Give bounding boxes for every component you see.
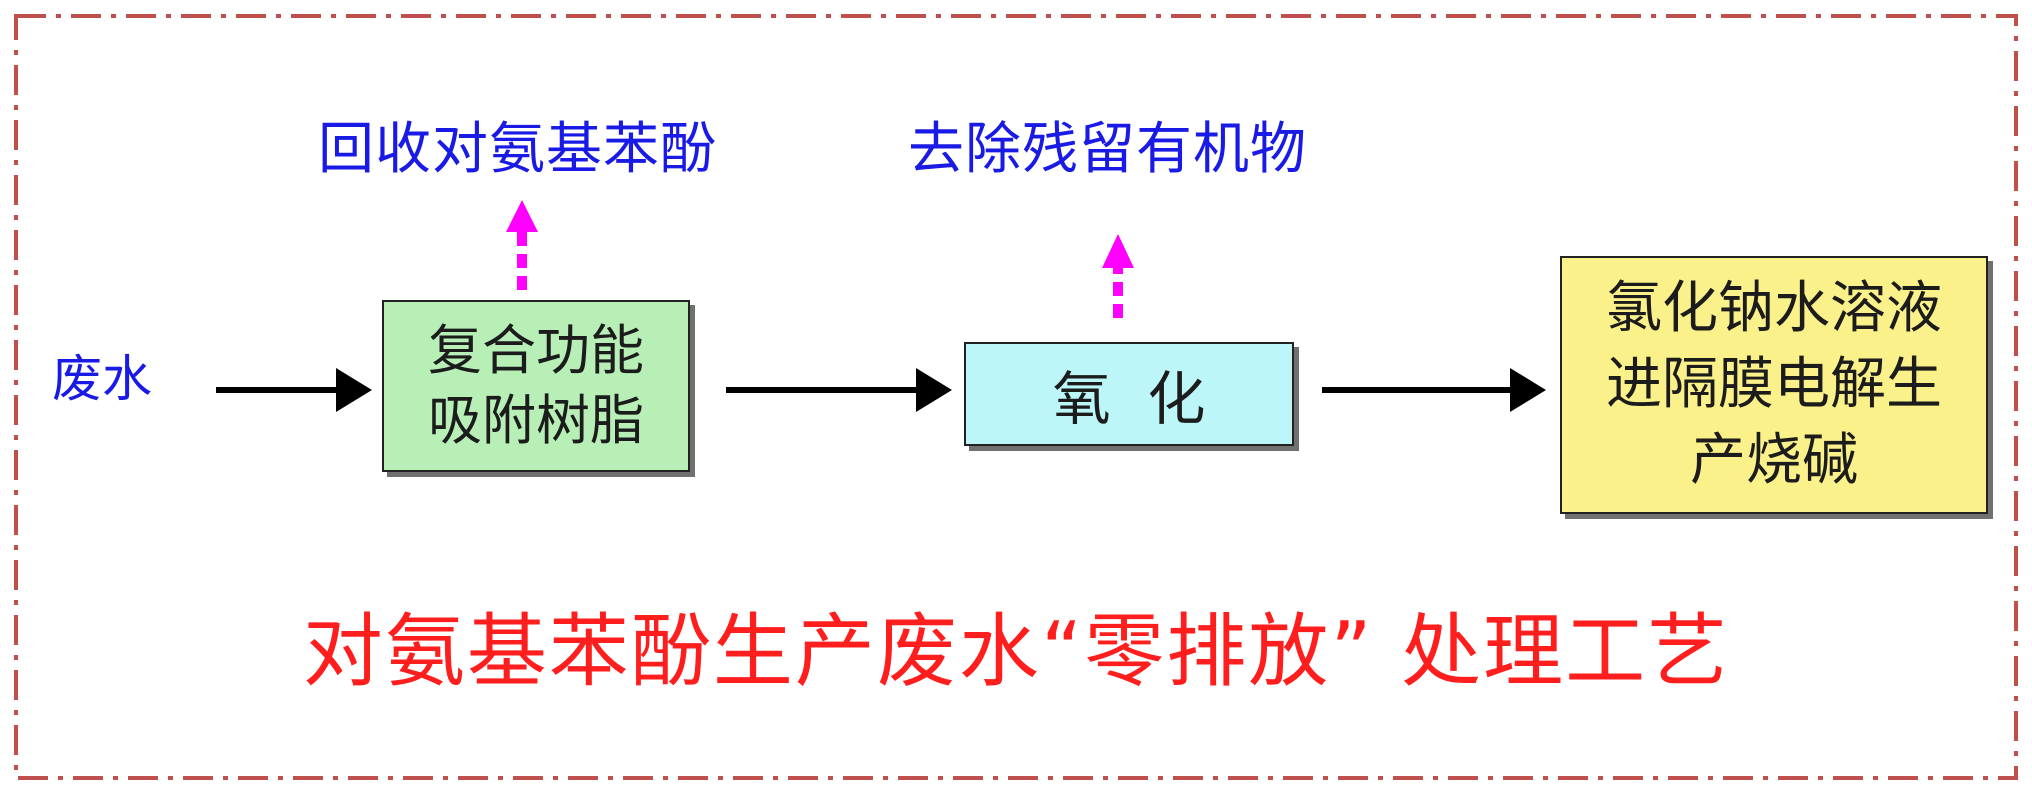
step-box-electrolysis: 氯化钠水溶液 进隔膜电解生 产烧碱 [1560, 256, 1988, 514]
input-label-wastewater: 废水 [52, 350, 152, 408]
step-box-electrolysis-line2: 进隔膜电解生 [1606, 352, 1942, 417]
step-box-electrolysis-line1: 氯化钠水溶液 [1606, 276, 1942, 341]
output-label-recover-aminophenol: 回收对氨基苯酚 [318, 117, 717, 182]
step-box-oxidation-label: 氧 化 [1052, 365, 1206, 433]
step-box-adsorption-line1: 复合功能 [428, 319, 644, 382]
arrow-adsorption-to-oxidation [726, 368, 952, 412]
step-box-electrolysis-line3: 产烧碱 [1690, 428, 1858, 493]
diagram-caption: 对氨基苯酚生产废水“零排放” 处理工艺 [302, 605, 1730, 698]
output-arrow-adsorption [506, 200, 538, 290]
step-box-adsorption-resin: 复合功能 吸附树脂 [382, 300, 690, 472]
output-arrow-oxidation [1102, 234, 1134, 318]
arrow-oxidation-to-electrolysis [1322, 368, 1546, 412]
arrow-input-to-adsorption [216, 368, 372, 412]
step-box-oxidation: 氧 化 [964, 342, 1294, 446]
step-box-adsorption-line2: 吸附树脂 [428, 389, 644, 452]
output-label-remove-organics: 去除残留有机物 [908, 117, 1307, 182]
